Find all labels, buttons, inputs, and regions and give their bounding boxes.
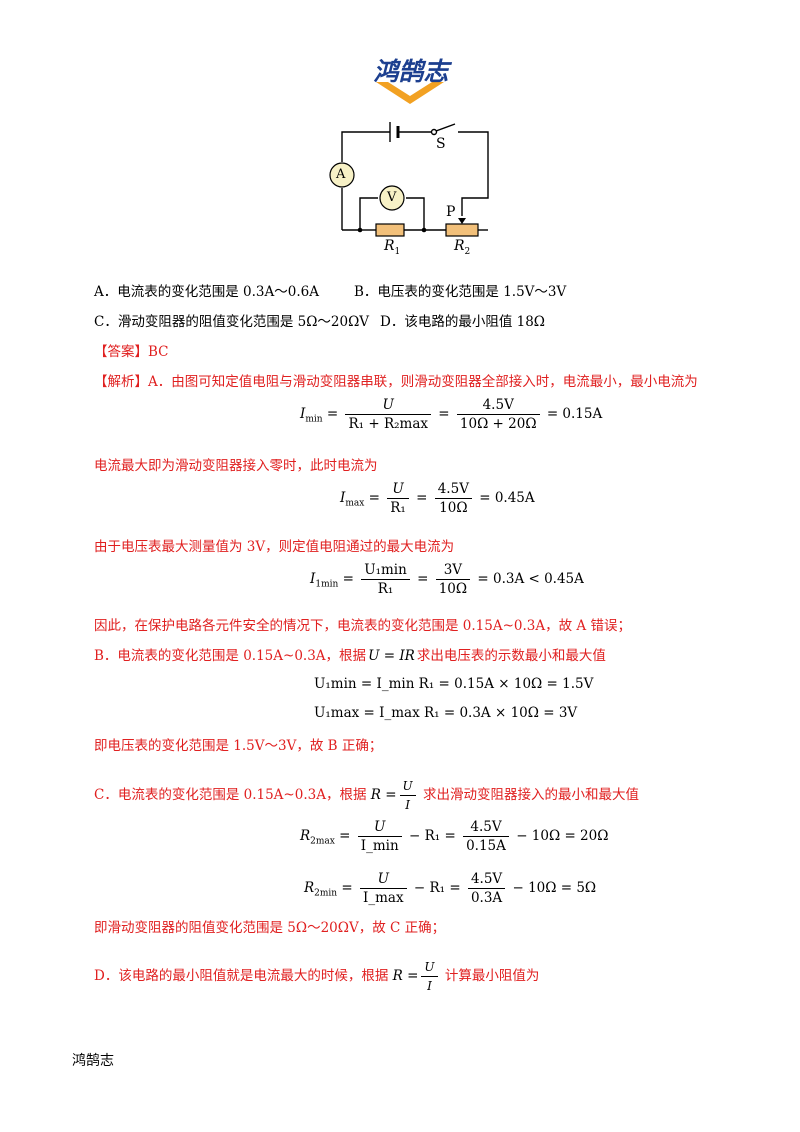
footer-text: 鸿鹄志: [72, 1053, 114, 1069]
option-d: D．该电路的最小阻值 18Ω: [380, 314, 545, 330]
option-b: B．电压表的变化范围是 1.5V～3V: [354, 284, 567, 300]
analysis-p4: 因此，在保护电路各元件安全的情况下，电流表的变化范围是 0.15A~0.3A，故…: [94, 618, 631, 634]
r2-label: R2: [454, 238, 471, 257]
svg-text:鸿鹄志: 鸿鹄志: [373, 57, 452, 86]
ammeter-label: A: [336, 167, 346, 182]
formula-u1-min: U₁min = I_min R₁ = 0.15A × 10Ω = 1.5V: [314, 676, 594, 692]
switch-label: S: [436, 136, 446, 152]
analysis-p3: 由于电压表最大测量值为 3V，则定值电阻通过的最大电流为: [94, 539, 455, 555]
analysis-p8: 即滑动变阻器的阻值变化范围是 5Ω～20ΩV，故 C 正确；: [94, 920, 446, 936]
option-a: A．电流表的变化范围是 0.3A～0.6A: [94, 284, 319, 300]
analysis-p2: 电流最大即为滑动变阻器接入零时，此时电流为: [94, 458, 378, 474]
r1-label: R1: [384, 238, 401, 257]
slider-label: P: [446, 204, 456, 220]
analysis-p6: 即电压表的变化范围是 1.5V～3V，故 B 正确；: [94, 738, 383, 754]
brand-logo: 鸿鹄志: [356, 56, 466, 106]
option-c: C．滑动变阻器的阻值变化范围是 5Ω～20ΩV: [94, 314, 370, 330]
voltmeter-label: V: [387, 190, 397, 205]
analysis-p1: 【解析】A．由图可知定值电阻与滑动变阻器串联，则滑动变阻器全部接入时，电流最小，…: [94, 374, 698, 390]
answer: 【答案】BC: [94, 344, 169, 360]
circuit-diagram: A V S P R1 R2: [320, 118, 500, 268]
formula-u1-max: U₁max = I_max R₁ = 0.3A × 10Ω = 3V: [314, 705, 578, 721]
